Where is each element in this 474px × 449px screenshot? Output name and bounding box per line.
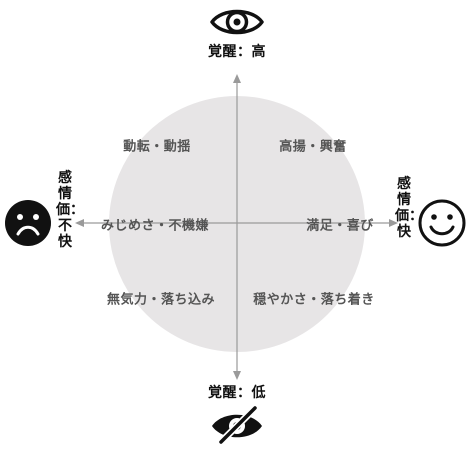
label-lower-left: 無気力・落ち込み bbox=[106, 292, 216, 308]
axis-title-right: 感情価：快 bbox=[395, 176, 423, 240]
eye-icon bbox=[210, 9, 264, 35]
arrow-up-icon bbox=[233, 74, 241, 83]
axis-title-top: 覚醒：高 bbox=[208, 44, 266, 60]
smile-face-icon bbox=[418, 199, 466, 247]
label-upper-left: 動転・動揺 bbox=[123, 139, 191, 155]
label-lower-right: 穏やかさ・落ち着き bbox=[253, 292, 375, 308]
arrow-right-icon bbox=[389, 219, 398, 227]
axis-title-left: 感情価：不快 bbox=[56, 170, 84, 250]
label-middle-left: みじめさ・不機嫌 bbox=[100, 218, 210, 234]
label-middle-right: 満足・喜び bbox=[306, 218, 374, 234]
sad-face-icon bbox=[5, 200, 51, 246]
eye-slash-icon bbox=[212, 406, 262, 444]
axis-title-bottom: 覚醒：低 bbox=[208, 385, 266, 401]
arrow-down-icon bbox=[233, 371, 241, 380]
label-upper-right: 高揚・興奮 bbox=[279, 139, 347, 155]
arrow-left-icon bbox=[75, 219, 84, 227]
